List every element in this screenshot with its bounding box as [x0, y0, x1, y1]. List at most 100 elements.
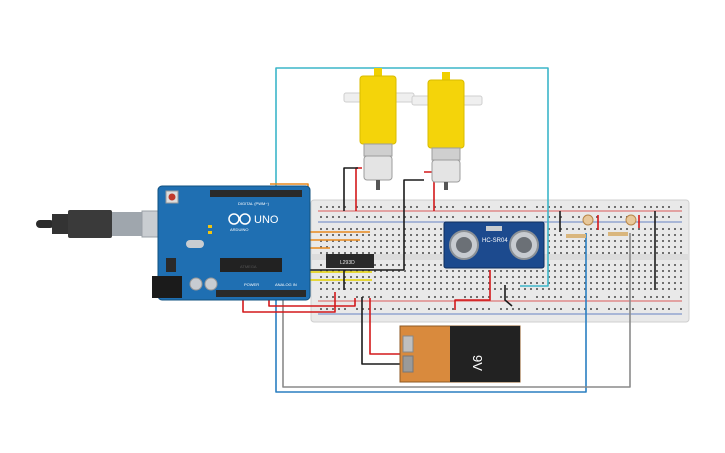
breadboard-hole	[506, 276, 508, 278]
wire-gray	[282, 233, 631, 388]
breadboard-hole	[362, 282, 364, 284]
breadboard-hole	[644, 234, 646, 236]
breadboard-hole	[656, 228, 658, 230]
breadboard-hole	[554, 296, 556, 298]
breadboard-hole	[656, 264, 658, 266]
analog-header-label: ANALOG IN	[275, 282, 297, 287]
breadboard-hole	[380, 264, 382, 266]
breadboard-hole	[632, 308, 634, 310]
breadboard-hole	[326, 288, 328, 290]
breadboard-hole	[476, 216, 478, 218]
battery-9v[interactable]: 9V	[399, 325, 521, 383]
breadboard-hole	[680, 282, 682, 284]
breadboard-hole	[560, 228, 562, 230]
breadboard-hole	[668, 228, 670, 230]
dc-motor-b[interactable]	[411, 72, 483, 190]
breadboard-hole	[584, 270, 586, 272]
breadboard-hole	[338, 240, 340, 242]
ultrasonic-sensor[interactable]: HC-SR04	[443, 221, 545, 269]
photoresistor[interactable]	[608, 214, 637, 236]
breadboard-hole	[590, 308, 592, 310]
breadboard-hole	[326, 246, 328, 248]
breadboard-hole	[644, 216, 646, 218]
photoresistor[interactable]	[566, 214, 594, 238]
breadboard-hole	[410, 282, 412, 284]
breadboard-hole	[620, 246, 622, 248]
breadboard-hole	[350, 228, 352, 230]
breadboard-hole	[350, 276, 352, 278]
breadboard-hole	[434, 234, 436, 236]
motor-driver-chip[interactable]: L293D	[326, 254, 374, 268]
breadboard-hole	[374, 206, 376, 208]
breadboard-hole	[464, 282, 466, 284]
breadboard-hole	[386, 246, 388, 248]
breadboard-hole	[650, 264, 652, 266]
breadboard-hole	[620, 288, 622, 290]
breadboard-hole	[674, 264, 676, 266]
breadboard-hole	[536, 282, 538, 284]
usb-cable[interactable]	[36, 210, 173, 238]
breadboard-hole	[464, 308, 466, 310]
breadboard-hole	[404, 252, 406, 254]
breadboard-hole	[392, 252, 394, 254]
breadboard-hole	[488, 216, 490, 218]
breadboard-hole	[578, 296, 580, 298]
breadboard-hole	[428, 228, 430, 230]
breadboard-hole	[536, 206, 538, 208]
breadboard-hole	[512, 276, 514, 278]
arduino-uno-board[interactable]: UNO ARDUINO DIGITAL (PWM~) POWER ANALOG …	[152, 185, 311, 301]
breadboard-hole	[632, 282, 634, 284]
breadboard-hole	[380, 282, 382, 284]
breadboard-hole	[644, 228, 646, 230]
breadboard-hole	[422, 288, 424, 290]
power-jack[interactable]	[152, 276, 182, 298]
breadboard-hole	[524, 282, 526, 284]
breadboard-hole	[332, 206, 334, 208]
breadboard-hole	[386, 228, 388, 230]
breadboard-hole	[638, 270, 640, 272]
reset-button[interactable]	[168, 193, 176, 201]
breadboard-hole	[404, 246, 406, 248]
breadboard-hole	[362, 216, 364, 218]
breadboard-hole	[572, 216, 574, 218]
breadboard-hole	[524, 296, 526, 298]
breadboard-hole	[446, 216, 448, 218]
breadboard-hole	[470, 296, 472, 298]
breadboard-hole	[326, 308, 328, 310]
breadboard-hole	[566, 246, 568, 248]
breadboard-hole	[596, 228, 598, 230]
breadboard-hole	[362, 228, 364, 230]
breadboard-hole	[326, 276, 328, 278]
breadboard-hole	[560, 246, 562, 248]
breadboard-hole	[620, 216, 622, 218]
breadboard-hole	[338, 234, 340, 236]
breadboard-hole	[650, 308, 652, 310]
breadboard-hole	[578, 282, 580, 284]
breadboard-hole	[326, 270, 328, 272]
wire-cyan	[275, 67, 549, 287]
breadboard-hole	[668, 264, 670, 266]
breadboard-hole	[422, 276, 424, 278]
breadboard-hole	[368, 240, 370, 242]
breadboard-hole	[668, 246, 670, 248]
breadboard-hole	[428, 216, 430, 218]
breadboard-hole	[476, 288, 478, 290]
breadboard-hole	[548, 216, 550, 218]
breadboard-hole	[632, 206, 634, 208]
breadboard-hole	[548, 206, 550, 208]
breadboard-hole	[416, 288, 418, 290]
breadboard-hole	[566, 264, 568, 266]
breadboard-hole	[332, 288, 334, 290]
breadboard-hole	[332, 308, 334, 310]
breadboard-hole	[602, 288, 604, 290]
breadboard-hole	[542, 296, 544, 298]
breadboard-hole	[320, 276, 322, 278]
breadboard-hole	[344, 240, 346, 242]
breadboard-hole	[662, 246, 664, 248]
breadboard-hole	[644, 246, 646, 248]
breadboard-hole	[632, 276, 634, 278]
dc-motor-a[interactable]	[343, 68, 415, 190]
breadboard-hole	[392, 296, 394, 298]
breadboard-hole	[506, 282, 508, 284]
breadboard-hole	[428, 240, 430, 242]
